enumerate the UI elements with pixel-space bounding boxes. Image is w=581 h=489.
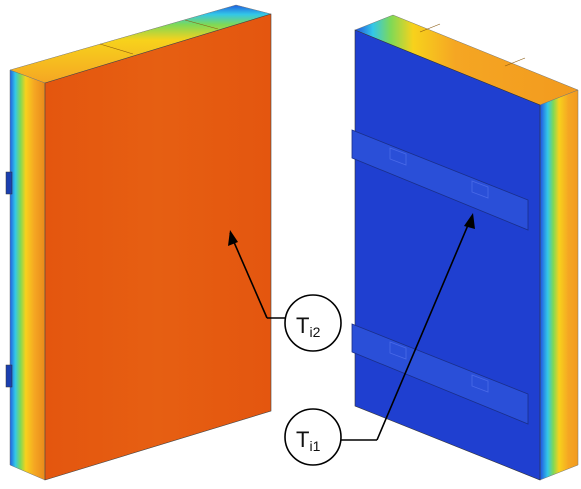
right-wall-side [539,89,579,481]
strap-top [351,129,529,231]
left-bracket-bottom [5,364,13,388]
label-ti1-main: T [296,427,309,452]
leader-ti2 [229,232,268,319]
callout-ti2: Ti2 [228,230,342,352]
svg-text:Ti2: Ti2 [296,313,321,340]
left-wall [5,4,272,481]
label-ti2-sub: i2 [309,324,320,340]
arrowhead-ti2 [228,230,238,246]
left-wall-side [9,69,46,481]
hot-face [44,13,272,481]
leader-ti1 [376,217,472,441]
label-circle-ti2 [284,294,342,352]
label-ti2-main: T [296,313,309,338]
label-ti1-sub: i1 [309,438,320,454]
left-bracket-top [5,171,13,195]
arrowhead-ti1 [464,213,475,229]
svg-text:Ti1: Ti1 [296,427,321,454]
strap-bottom [351,323,529,425]
right-wall [351,14,579,481]
callout-ti1: Ti1 [284,213,475,466]
label-circle-ti1 [284,408,342,466]
